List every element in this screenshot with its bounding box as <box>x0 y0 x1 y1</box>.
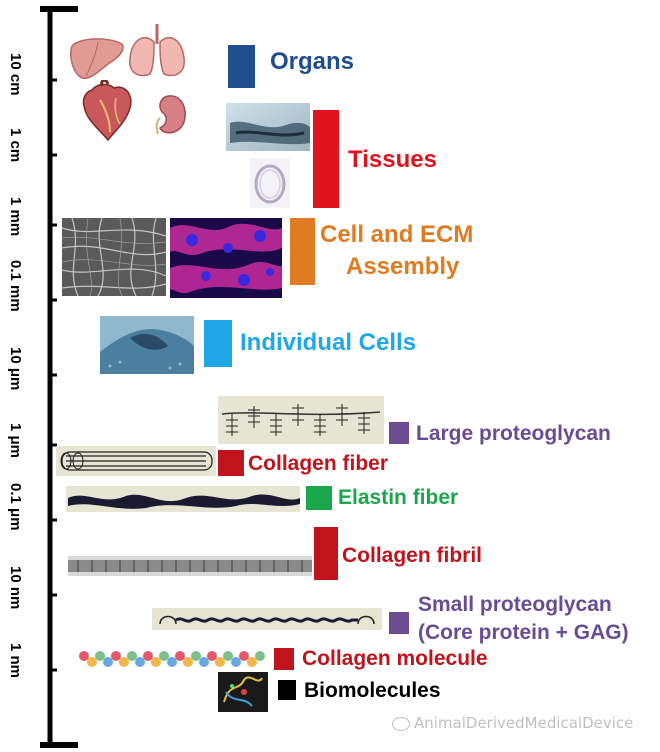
tick-label-1mm: 1 mm <box>7 197 24 237</box>
cell-ecm-label-line1: Cell and ECM <box>320 221 474 248</box>
collagen-molecule-image <box>79 651 265 667</box>
tissues-bar <box>313 110 339 208</box>
tick-label-1cm: 1 cm <box>7 128 24 163</box>
lungs-icon <box>129 24 185 77</box>
tissues-label: Tissues <box>348 146 437 173</box>
collagen-fibril-label: Collagen fibril <box>342 544 483 567</box>
tick-label-10cm: 10 cm <box>7 53 24 96</box>
scale-axis <box>40 6 78 748</box>
small-proteoglycan-bar <box>389 612 409 634</box>
tick-label-0.1um: 0.1 μm <box>7 483 24 531</box>
collagen-fiber-bar <box>218 450 244 476</box>
collagen-fiber-diagram <box>56 446 216 476</box>
kidney-icon <box>155 95 186 135</box>
cell-ecm-bar <box>290 218 315 285</box>
biomolecules-bar <box>278 680 296 700</box>
individual-cells-label: Individual Cells <box>240 329 417 356</box>
collagen-molecule-bar <box>274 648 294 670</box>
large-proteoglycan-diagram <box>218 396 384 444</box>
tick-label-1nm: 1 nm <box>7 643 24 679</box>
sem-fiber-image <box>62 218 166 296</box>
individual-cell-image <box>100 316 194 374</box>
tick-label-10um: 10 μm <box>7 347 24 391</box>
tissue-image-small <box>250 158 290 208</box>
small-proteoglycan-label-line2: (Core protein + GAG) <box>418 621 629 644</box>
tick-label-10nm: 10 nm <box>7 566 24 610</box>
large-proteoglycan-label: Large proteoglycan <box>416 422 611 445</box>
collagen-molecule-label: Collagen molecule <box>302 647 488 670</box>
small-proteoglycan-diagram <box>152 608 382 630</box>
liver-icon <box>70 38 124 80</box>
collagen-fibril-bar <box>314 527 338 580</box>
elastin-fiber-image <box>66 486 300 512</box>
elastin-fiber-bar <box>306 486 332 510</box>
collagen-fibril-image <box>68 556 312 576</box>
cell-ecm-label-line2: Assembly <box>346 253 460 280</box>
tick-label-1um: 1 μm <box>7 423 24 459</box>
organs-label: Organs <box>270 48 355 75</box>
collagen-fiber-label: Collagen fiber <box>248 452 389 475</box>
watermark: AnimalDerivedMedicalDevice <box>392 714 633 732</box>
organs-bar <box>228 45 255 88</box>
wechat-icon <box>392 716 410 731</box>
individual-cells-bar <box>204 320 232 367</box>
small-proteoglycan-label-line1: Small proteoglycan <box>418 593 612 616</box>
heart-icon <box>82 80 132 142</box>
tissue-image-large <box>226 103 310 151</box>
fluorescent-cell-image <box>170 218 282 298</box>
biomolecules-label: Biomolecules <box>304 679 441 702</box>
watermark-text: AnimalDerivedMedicalDevice <box>414 714 634 732</box>
biomolecule-image <box>218 672 268 712</box>
tick-label-0.1mm: 0.1 mm <box>7 260 24 312</box>
elastin-fiber-label: Elastin fiber <box>338 486 459 509</box>
large-proteoglycan-bar <box>389 422 409 444</box>
